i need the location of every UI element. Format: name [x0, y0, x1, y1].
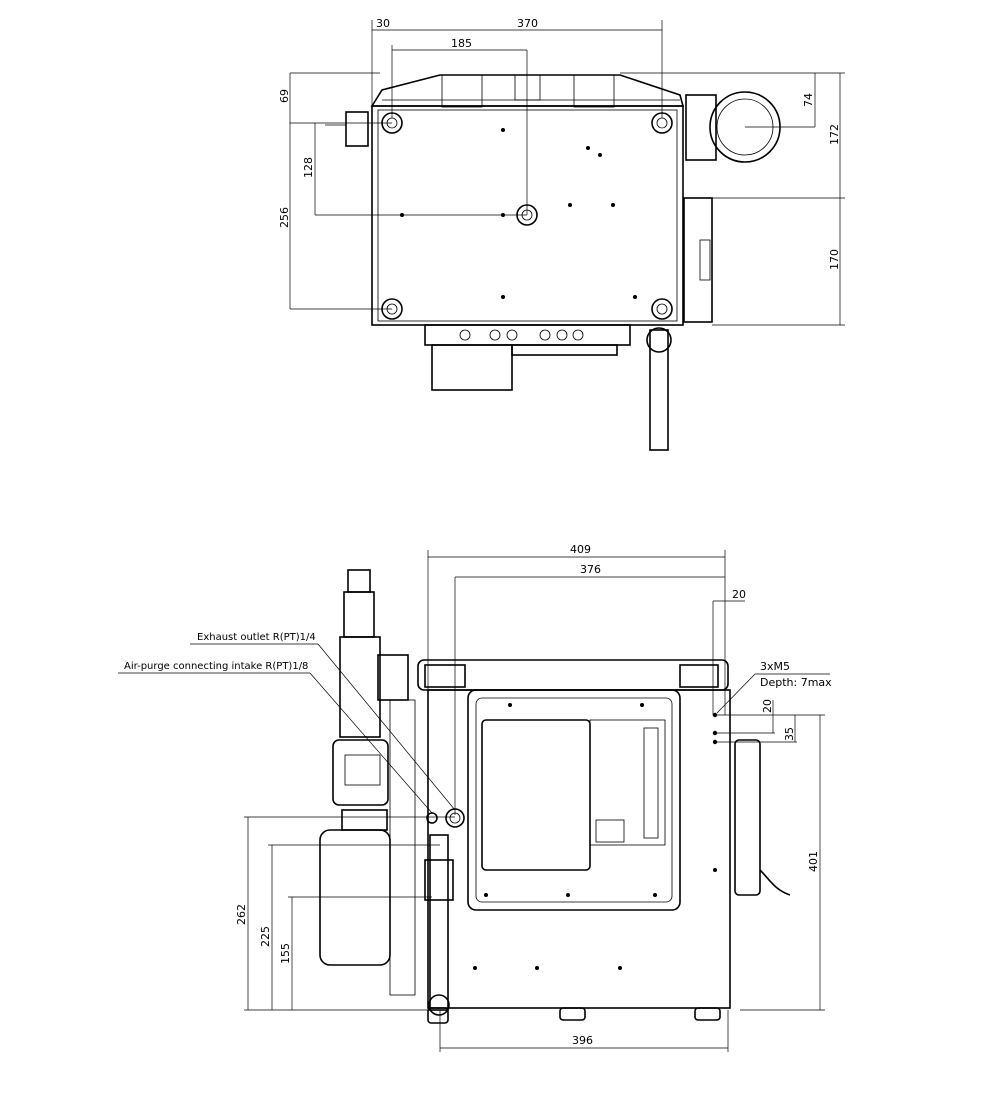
dim-256: 256: [278, 207, 291, 228]
top-view: 30 370 185 69 128 256 74 172 170: [278, 17, 845, 451]
display: [481, 719, 591, 871]
dim-30: 30: [376, 17, 390, 30]
dim-20-top: 20: [732, 588, 746, 601]
dim-396: 396: [572, 1034, 593, 1047]
dim-35: 35: [783, 727, 796, 741]
body-outline: [371, 105, 684, 326]
side-panel: [734, 739, 761, 896]
note-air-purge: Air-purge connecting intake R(PT)1/8: [124, 661, 308, 672]
body-outline: [427, 689, 731, 1009]
note-exhaust: Exhaust outlet R(PT)1/4: [197, 632, 316, 643]
dim-409: 409: [570, 543, 591, 556]
window-frame: [467, 689, 681, 911]
dim-376: 376: [580, 563, 601, 576]
dim-185: 185: [451, 37, 472, 50]
front-view: 409 376 20 3xM5 Depth: 7max 20 35 401 39…: [118, 543, 832, 1052]
dim-225: 225: [259, 926, 272, 947]
fitting: [345, 111, 369, 147]
pipe: [429, 834, 449, 1011]
dim-401: 401: [807, 851, 820, 872]
pipe: [649, 329, 669, 451]
bottle: [319, 829, 391, 966]
dim-170: 170: [828, 249, 841, 270]
dim-370: 370: [517, 17, 538, 30]
cable: [759, 869, 791, 896]
note-3xm5: 3xM5: [760, 660, 790, 673]
dim-262: 262: [235, 904, 248, 925]
dim-74: 74: [802, 93, 815, 107]
lid-outline: [370, 74, 685, 107]
dim-155: 155: [279, 943, 292, 964]
dim-20-side: 20: [761, 699, 774, 713]
dim-128: 128: [302, 157, 315, 178]
note-depth: Depth: 7max: [760, 676, 832, 689]
dim-69: 69: [278, 89, 291, 103]
pump-assembly: [319, 569, 416, 996]
dim-172: 172: [828, 124, 841, 145]
side-panel: [683, 197, 713, 323]
